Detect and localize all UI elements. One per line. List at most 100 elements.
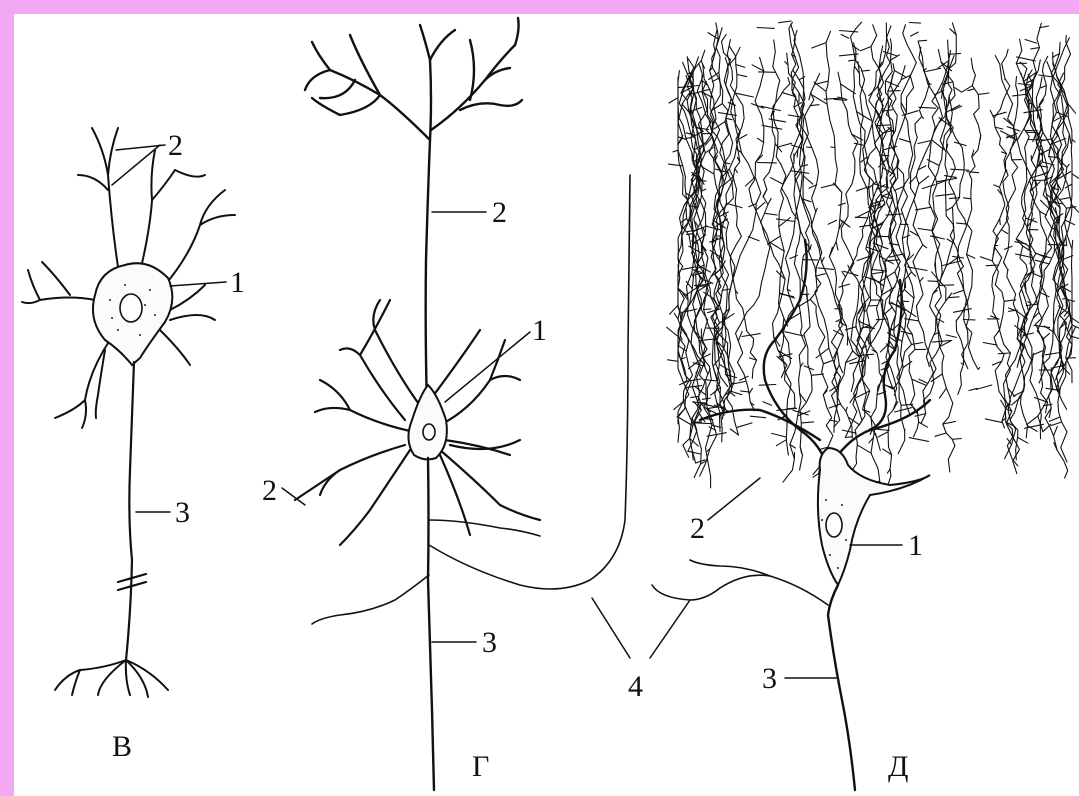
arbor-branch — [783, 477, 787, 483]
arbor-branch — [667, 327, 678, 336]
arbor-branch — [1060, 198, 1070, 200]
arbor-connector — [1029, 140, 1045, 141]
arbor-connector — [993, 112, 1006, 116]
arbor-connector — [736, 93, 753, 97]
arbor-branch — [1026, 304, 1037, 305]
neuron-v-label-dendrites: 2 — [168, 129, 183, 162]
arbor-branch — [904, 290, 913, 299]
arbor-branch — [860, 225, 873, 227]
arbor-connector — [748, 237, 759, 241]
arbor-branch — [736, 65, 745, 68]
arbor-branch — [804, 176, 813, 184]
arbor-branch — [816, 348, 829, 358]
neuron-g-caption: Г — [472, 750, 489, 783]
arbor-branch — [1072, 337, 1079, 341]
neuron-v-axon — [126, 362, 134, 660]
arbor-branch — [757, 138, 763, 142]
arbor-branch — [1044, 333, 1050, 338]
arbor-connector — [679, 86, 699, 88]
arbor-branch — [878, 432, 888, 437]
arbor-branch — [855, 217, 868, 218]
arbor-branch — [990, 110, 994, 118]
arbor-branch — [1054, 427, 1058, 436]
arbor-connector — [763, 402, 772, 406]
arbor-branch — [668, 164, 682, 166]
arbor-fiber — [948, 23, 968, 369]
arbor-branch — [1066, 237, 1067, 246]
neuron-g-nucleus — [423, 424, 435, 440]
arbor-branch — [980, 257, 992, 261]
arbor-branch — [778, 143, 792, 147]
arbor-branch — [688, 451, 700, 454]
arbor-connector — [922, 185, 935, 189]
arbor-branch — [801, 422, 813, 423]
arbor-branch — [682, 267, 696, 270]
neuron-g-axon-collaterals — [312, 175, 630, 624]
neuron-d-caption: Д — [888, 750, 908, 783]
arbor-connector — [1049, 417, 1059, 421]
arbor-branch — [1033, 273, 1042, 277]
arbor-branch — [978, 93, 989, 94]
arbor-branch — [730, 392, 735, 396]
arbor-connector — [985, 419, 1002, 423]
arbor-fiber — [1025, 23, 1070, 380]
arbor-branch — [722, 289, 730, 290]
neuron-v-label-axon: 3 — [175, 496, 190, 529]
arbor-branch — [811, 374, 823, 375]
arbor-connector — [967, 172, 979, 173]
arbor-connector — [911, 32, 919, 36]
leader-4-left — [592, 598, 630, 658]
arbor-branch — [806, 147, 812, 148]
arbor-connector — [860, 354, 874, 355]
neuron-g-label-soma: 1 — [532, 314, 547, 347]
arbor-branch — [726, 118, 732, 120]
arbor-connector — [750, 416, 765, 418]
neuron-d-nucleus — [826, 513, 842, 537]
arbor-connector — [790, 256, 798, 259]
arbor-branch — [1051, 422, 1061, 426]
arbor-branch — [668, 360, 678, 362]
arbor-connector — [976, 385, 992, 390]
neuron-d: 2 1 3 Д — [652, 21, 1079, 790]
neuron-d-label-soma: 1 — [908, 529, 923, 562]
arbor-connector — [862, 70, 870, 71]
arbor-connector — [737, 423, 752, 427]
arbor-branch — [815, 81, 828, 84]
arbor-branch — [1040, 212, 1047, 216]
arbor-connector — [769, 119, 786, 122]
neuron-v-label-soma: 1 — [230, 266, 245, 299]
neuron-g-label-axon: 3 — [482, 626, 497, 659]
arbor-branch — [831, 147, 835, 148]
arbor-branch — [994, 185, 1000, 187]
arbor-connector — [937, 178, 956, 181]
arbor-connector — [919, 107, 936, 108]
arbor-branch — [953, 290, 964, 294]
neuron-d-label-axon: 3 — [762, 662, 777, 695]
arbor-branch — [923, 245, 927, 248]
arbor-branch — [842, 271, 846, 277]
arbor-fiber — [1049, 35, 1072, 382]
arbor-branch — [1041, 86, 1047, 88]
arbor-branch — [706, 226, 721, 230]
arbor-branch — [872, 269, 886, 271]
arbor-connector — [740, 376, 749, 380]
arbor-fiber — [729, 46, 756, 379]
label-4: 4 — [628, 670, 643, 703]
shared-label-4: 4 — [592, 598, 690, 703]
arbor-branch — [906, 255, 914, 262]
neuron-g-label-basal-dendrites: 2 — [262, 474, 277, 507]
arbor-branch — [809, 93, 811, 100]
arbor-connector — [1033, 351, 1043, 355]
arbor-branch — [928, 281, 938, 282]
arbor-connector — [727, 203, 743, 207]
arbor-connector — [909, 438, 928, 442]
arbor-branch — [836, 242, 838, 251]
arbor-connector — [757, 28, 774, 29]
arbor-branch — [858, 445, 871, 453]
arbor-branch — [821, 184, 835, 187]
arbor-branch — [775, 144, 782, 152]
arbor-branch — [673, 150, 678, 152]
arbor-branch — [721, 377, 728, 386]
arbor-branch — [947, 105, 960, 112]
arbor-branch — [1067, 164, 1069, 167]
